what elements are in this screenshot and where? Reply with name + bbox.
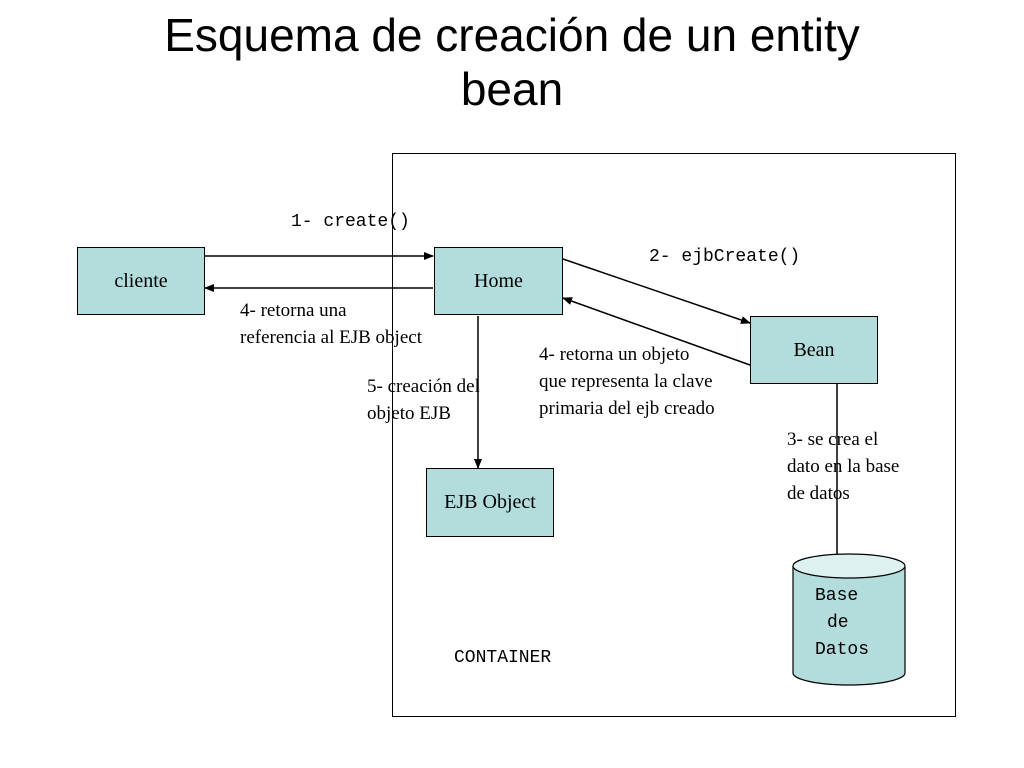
db-insert-line-1: 3- se crea el: [787, 429, 879, 450]
title-line-2: bean: [460, 63, 564, 115]
title-line-1: Esquema de creación de un entity: [164, 9, 860, 61]
return-key-line-2: que representa la clave: [539, 371, 713, 392]
edge-label-create: 1- create(): [291, 212, 410, 232]
db-insert-line-3: de datos: [787, 483, 850, 504]
edge-label-create-object: 5- creación del objeto EJB: [367, 373, 480, 427]
db-insert-line-2: dato en la base: [787, 456, 900, 477]
container-frame: [392, 153, 956, 717]
database-label-line-3: Datos: [815, 640, 870, 660]
return-reference-line-2: referencia al EJB object: [240, 327, 422, 348]
arrow-ejb-create: [562, 258, 751, 324]
edge-label-return-key: 4- retorna un objeto que representa la c…: [539, 341, 715, 422]
create-object-line-2: objeto EJB: [367, 403, 451, 424]
create-object-line-1: 5- creación del: [367, 376, 480, 397]
database-label: Base de Datos: [815, 583, 869, 664]
bean-node: Bean: [750, 316, 878, 384]
edge-label-db-insert: 3- se crea el dato en la base de datos: [787, 426, 899, 507]
database-label-line-1: Base: [815, 586, 859, 606]
edge-label-ejb-create: 2- ejbCreate(): [649, 247, 801, 267]
database-cylinder: [792, 553, 906, 686]
database-label-line-2: de: [827, 613, 849, 633]
container-label: CONTAINER: [454, 648, 552, 668]
return-key-line-3: primaria del ejb creado: [539, 398, 715, 419]
return-key-line-1: 4- retorna un objeto: [539, 344, 690, 365]
edge-label-return-reference: 4- retorna una referencia al EJB object: [240, 297, 422, 351]
ejb-object-node: EJB Object: [426, 468, 554, 537]
home-node: Home: [434, 247, 563, 315]
cliente-node: cliente: [77, 247, 205, 315]
return-reference-line-1: 4- retorna una: [240, 300, 347, 321]
arrow-return-key: [562, 297, 751, 366]
page-title: Esquema de creación de un entity bean: [0, 8, 1024, 116]
